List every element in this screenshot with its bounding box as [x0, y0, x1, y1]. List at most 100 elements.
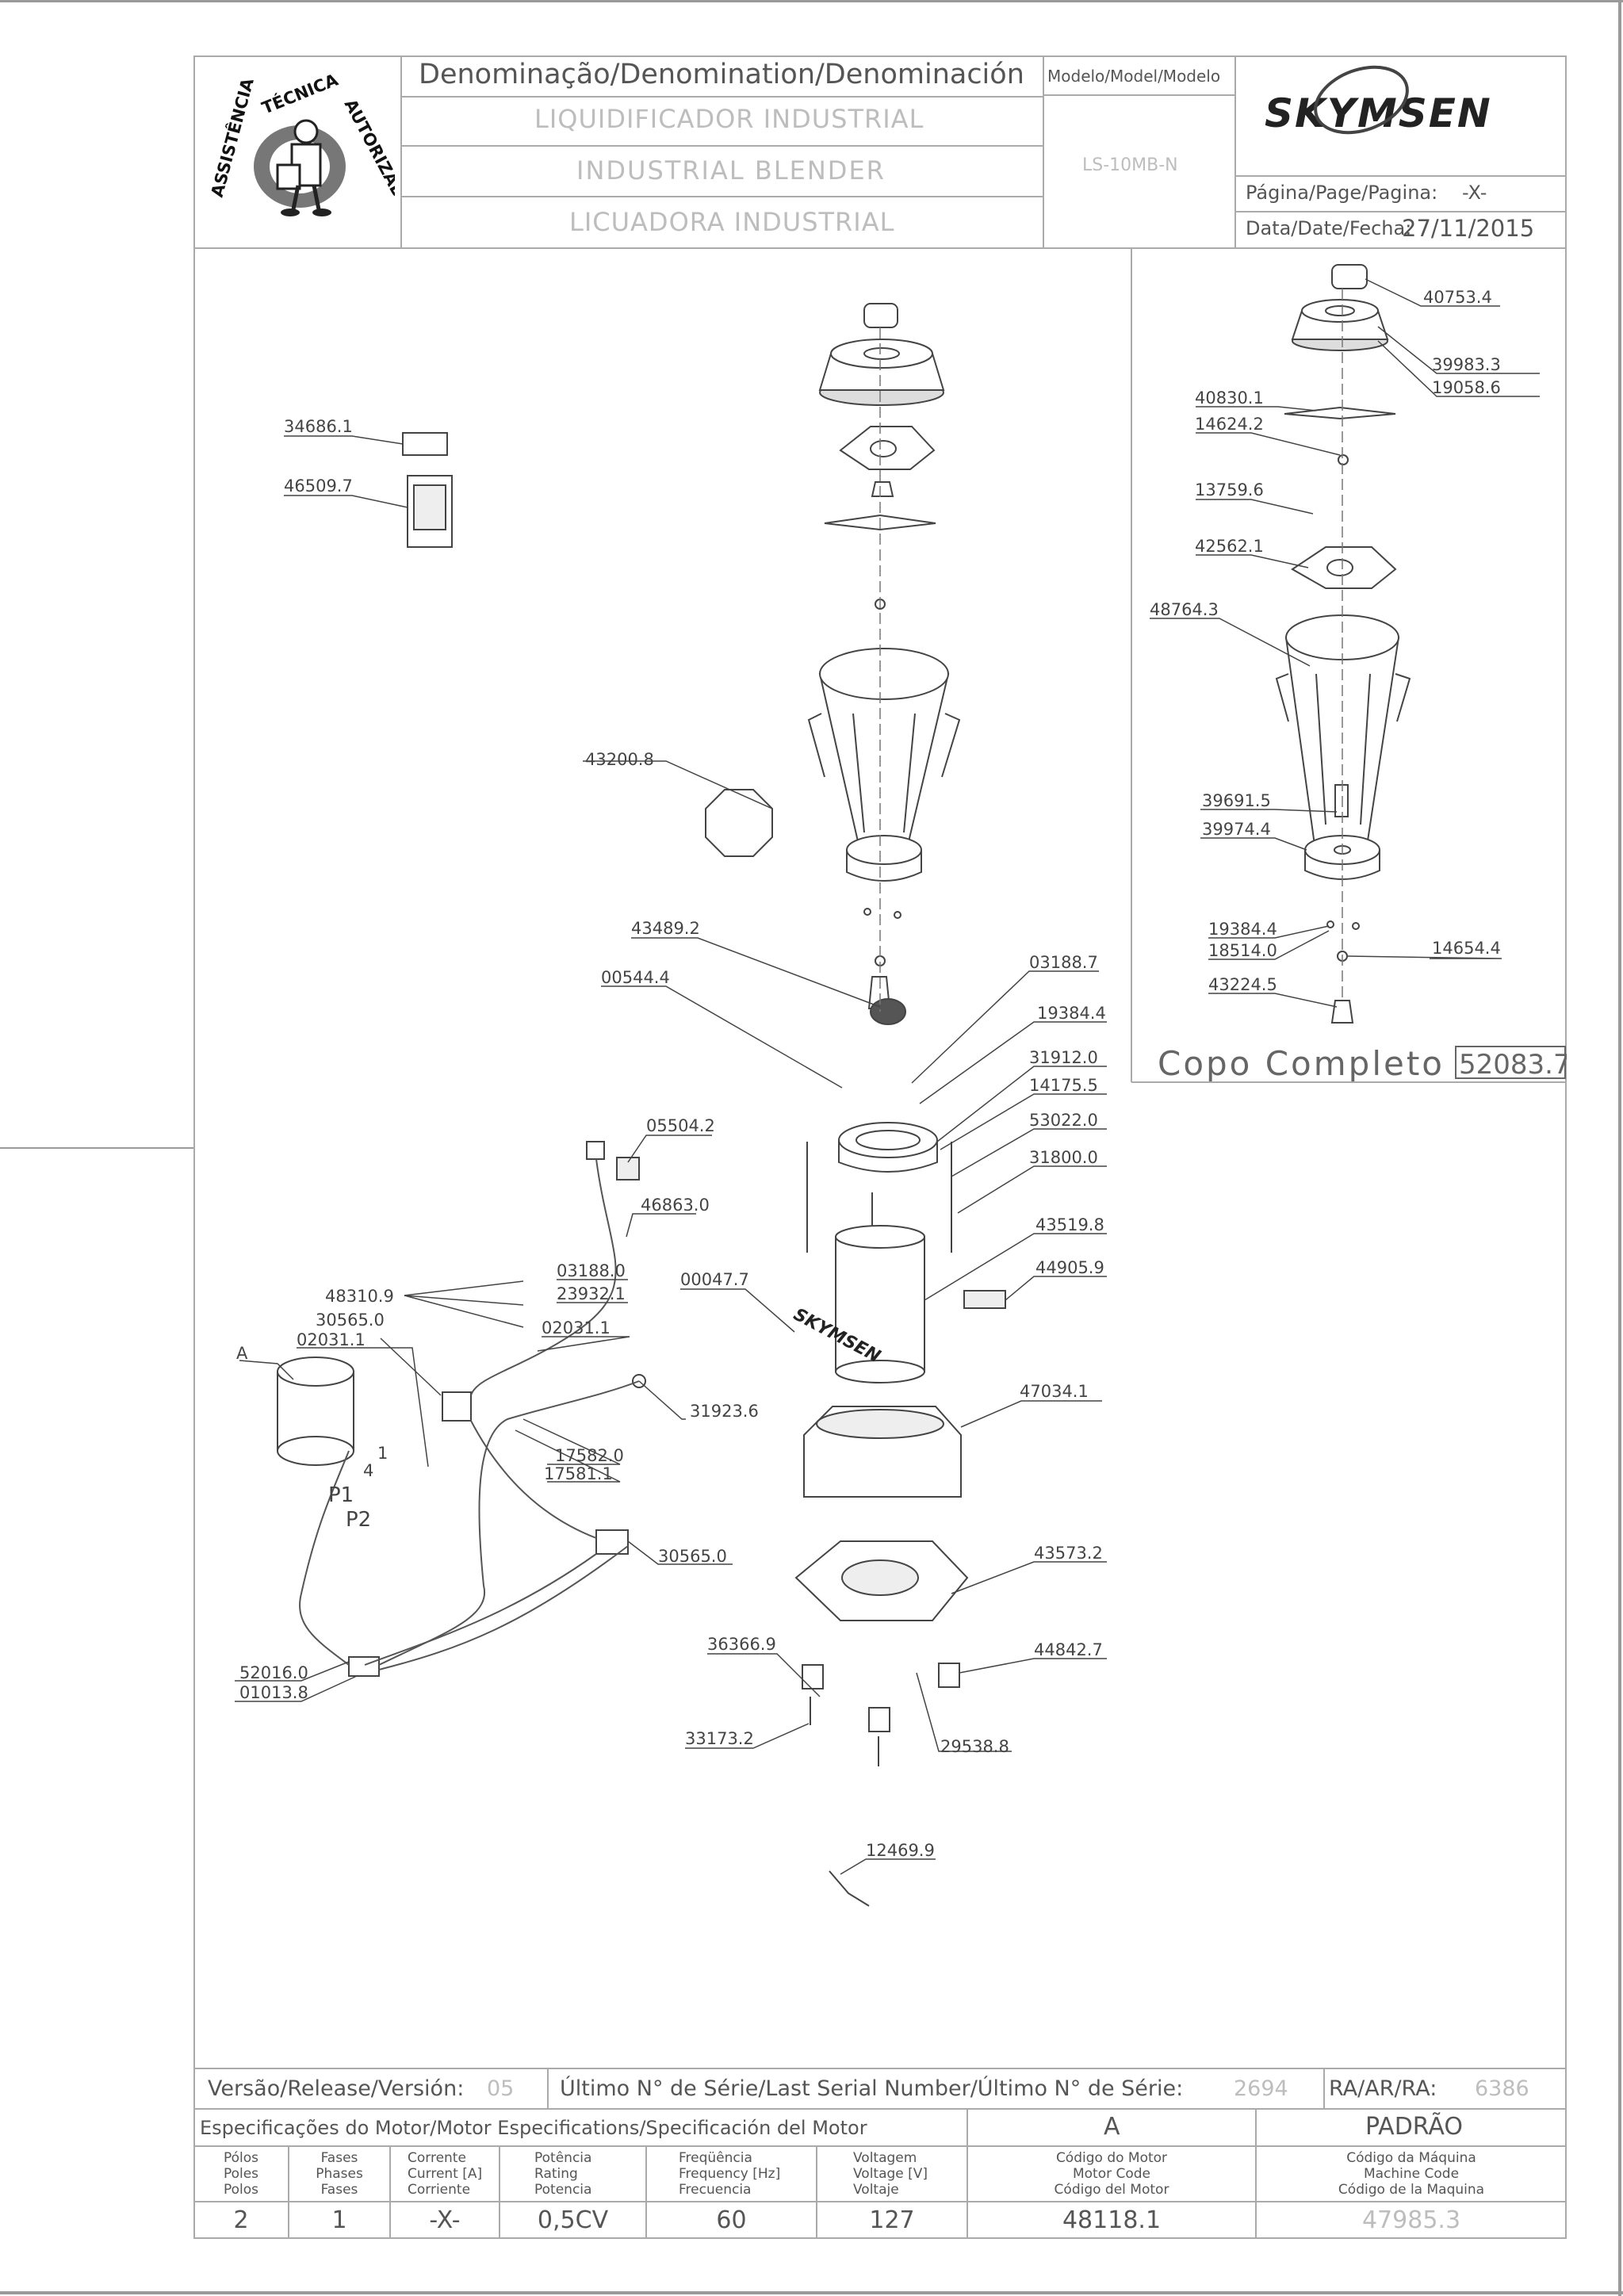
- label-36366-9: 36366.9: [707, 1635, 776, 1654]
- label-wire-1: 1: [377, 1444, 388, 1463]
- label-14175-5: 14175.5: [1029, 1076, 1098, 1095]
- label-19384-4: 19384.4: [1037, 1004, 1106, 1023]
- label-00544-4: 00544.4: [601, 968, 670, 987]
- label-17582-0: 17582.0: [555, 1446, 624, 1465]
- page-border-right: [1618, 0, 1621, 2296]
- label-p2: P2: [346, 1508, 371, 1532]
- date-label: Data/Date/Fecha:: [1246, 217, 1412, 239]
- spec-value-rating: 0,5CV: [537, 2206, 609, 2234]
- main-exploded-view: SKYMSEN 34686.1 46509.7 43200.8 43489.2 …: [235, 303, 1107, 1907]
- motor-spec-label: Especificações do Motor/Motor Especifica…: [200, 2117, 867, 2139]
- page-border-bottom: [0, 2291, 1623, 2294]
- spec-value-motor-code: 48118.1: [1062, 2206, 1162, 2234]
- inset-blade: [1284, 406, 1396, 420]
- label-47034-1: 47034.1: [1020, 1382, 1089, 1401]
- foot-left: [802, 1664, 824, 1689]
- octagon-seal: [705, 789, 773, 857]
- page-value: -X-: [1462, 182, 1487, 204]
- model-value: LS-10MB-N: [1082, 155, 1178, 175]
- label-30565-0: 30565.0: [316, 1311, 385, 1330]
- label-05504-2: 05504.2: [646, 1116, 715, 1135]
- label-30565-0-b: 30565.0: [658, 1547, 727, 1566]
- inset-label-39983-3: 39983.3: [1432, 355, 1501, 374]
- serial-value: 2694: [1234, 2076, 1288, 2101]
- inset-label-14624-2: 14624.2: [1195, 415, 1264, 434]
- column: [835, 1236, 925, 1372]
- label-03188-0: 03188.0: [557, 1261, 626, 1280]
- inset-label-40753-4: 40753.4: [1423, 288, 1492, 307]
- model-heading: Modelo/Model/Modelo: [1047, 67, 1221, 86]
- label-43519-8: 43519.8: [1035, 1215, 1104, 1234]
- warning-sticker: [402, 432, 448, 456]
- inset-exploded-view: 40753.4 39983.3 19058.6 40830.1 14624.2 …: [1150, 264, 1567, 1081]
- spec-value-phases: 1: [331, 2206, 347, 2234]
- page-label: Página/Page/Pagina:: [1246, 182, 1438, 204]
- label-43489-2: 43489.2: [631, 919, 700, 938]
- badge-text-top: TÉCNICA: [259, 69, 342, 117]
- authorized-service-badge: ASSISTÊNCIA TÉCNICA AUTORIZADA: [207, 69, 395, 216]
- inset-label-42562-1: 42562.1: [1195, 537, 1264, 556]
- inset-coupling: [1330, 1000, 1354, 1024]
- label-44842-7: 44842.7: [1034, 1640, 1103, 1659]
- fold-mark: [0, 1147, 193, 1149]
- spec-value-current: -X-: [429, 2206, 461, 2234]
- label-31923-6: 31923.6: [690, 1402, 759, 1421]
- drawing-sheet: [193, 55, 1567, 2239]
- label-p1: P1: [328, 1483, 354, 1507]
- label-wire-4: 4: [363, 1461, 373, 1480]
- spec-value-voltage: 127: [869, 2206, 915, 2234]
- product-name-en: INDUSTRIAL BLENDER: [576, 155, 886, 186]
- date-value: 27/11/2015: [1402, 215, 1535, 242]
- inset-title: Copo Completo: [1158, 1044, 1445, 1081]
- plug-sticker: [616, 1157, 640, 1181]
- label-48310-9: 48310.9: [325, 1287, 394, 1306]
- page-border-top: [0, 0, 1623, 2]
- label-motor-a: A: [236, 1344, 248, 1363]
- label-33173-2: 33173.2: [685, 1729, 754, 1748]
- label-02031-1-b: 02031.1: [297, 1330, 366, 1349]
- inset-label-40830-1: 40830.1: [1195, 388, 1264, 408]
- denomination-heading: Denominação/Denomination/Denominación: [419, 59, 1024, 90]
- inset-shaft: [1334, 784, 1349, 817]
- label-52016-0: 52016.0: [239, 1663, 308, 1682]
- label-00047-7: 00047.7: [680, 1270, 749, 1289]
- product-name-es: LICUADORA INDUSTRIAL: [569, 207, 895, 237]
- inset-label-19384-4: 19384.4: [1208, 920, 1277, 939]
- switch: [442, 1391, 472, 1422]
- label-31912-0: 31912.0: [1029, 1048, 1098, 1067]
- label-44905-9: 44905.9: [1035, 1258, 1104, 1277]
- label-53022-0: 53022.0: [1029, 1111, 1098, 1130]
- label-34686-1: 34686.1: [284, 417, 353, 436]
- label-29538-8: 29538.8: [940, 1737, 1009, 1756]
- label-46509-7: 46509.7: [284, 476, 353, 496]
- motor-column-a: A: [1104, 2113, 1120, 2141]
- machine-column-padrao: PADRÃO: [1365, 2113, 1464, 2141]
- product-name-pt: LIQUIDIFICADOR INDUSTRIAL: [534, 104, 924, 134]
- foot-right: [938, 1663, 960, 1688]
- sticker-44905: [963, 1290, 1006, 1309]
- ra-label: RA/AR/RA:: [1329, 2076, 1437, 2101]
- terminal-block: [348, 1656, 380, 1677]
- label-31800-0: 31800.0: [1029, 1148, 1098, 1167]
- label-12469-9: 12469.9: [866, 1841, 935, 1860]
- label-01013-8: 01013.8: [239, 1683, 308, 1702]
- version-label: Versão/Release/Versión:: [208, 2076, 465, 2101]
- cap: [863, 303, 898, 328]
- label-17581-1: 17581.1: [544, 1464, 613, 1483]
- ra-value: 6386: [1475, 2076, 1529, 2101]
- foot-center: [868, 1707, 890, 1732]
- spec-value-frequency: 60: [716, 2206, 747, 2234]
- inset-label-13759-6: 13759.6: [1195, 480, 1264, 499]
- serial-label: Último N° de Série/Last Serial Number/Úl…: [560, 2076, 1184, 2101]
- version-value: 05: [487, 2076, 515, 2101]
- badge-text-left: ASSISTÊNCIA: [207, 75, 258, 199]
- drive-knob: [870, 998, 906, 1025]
